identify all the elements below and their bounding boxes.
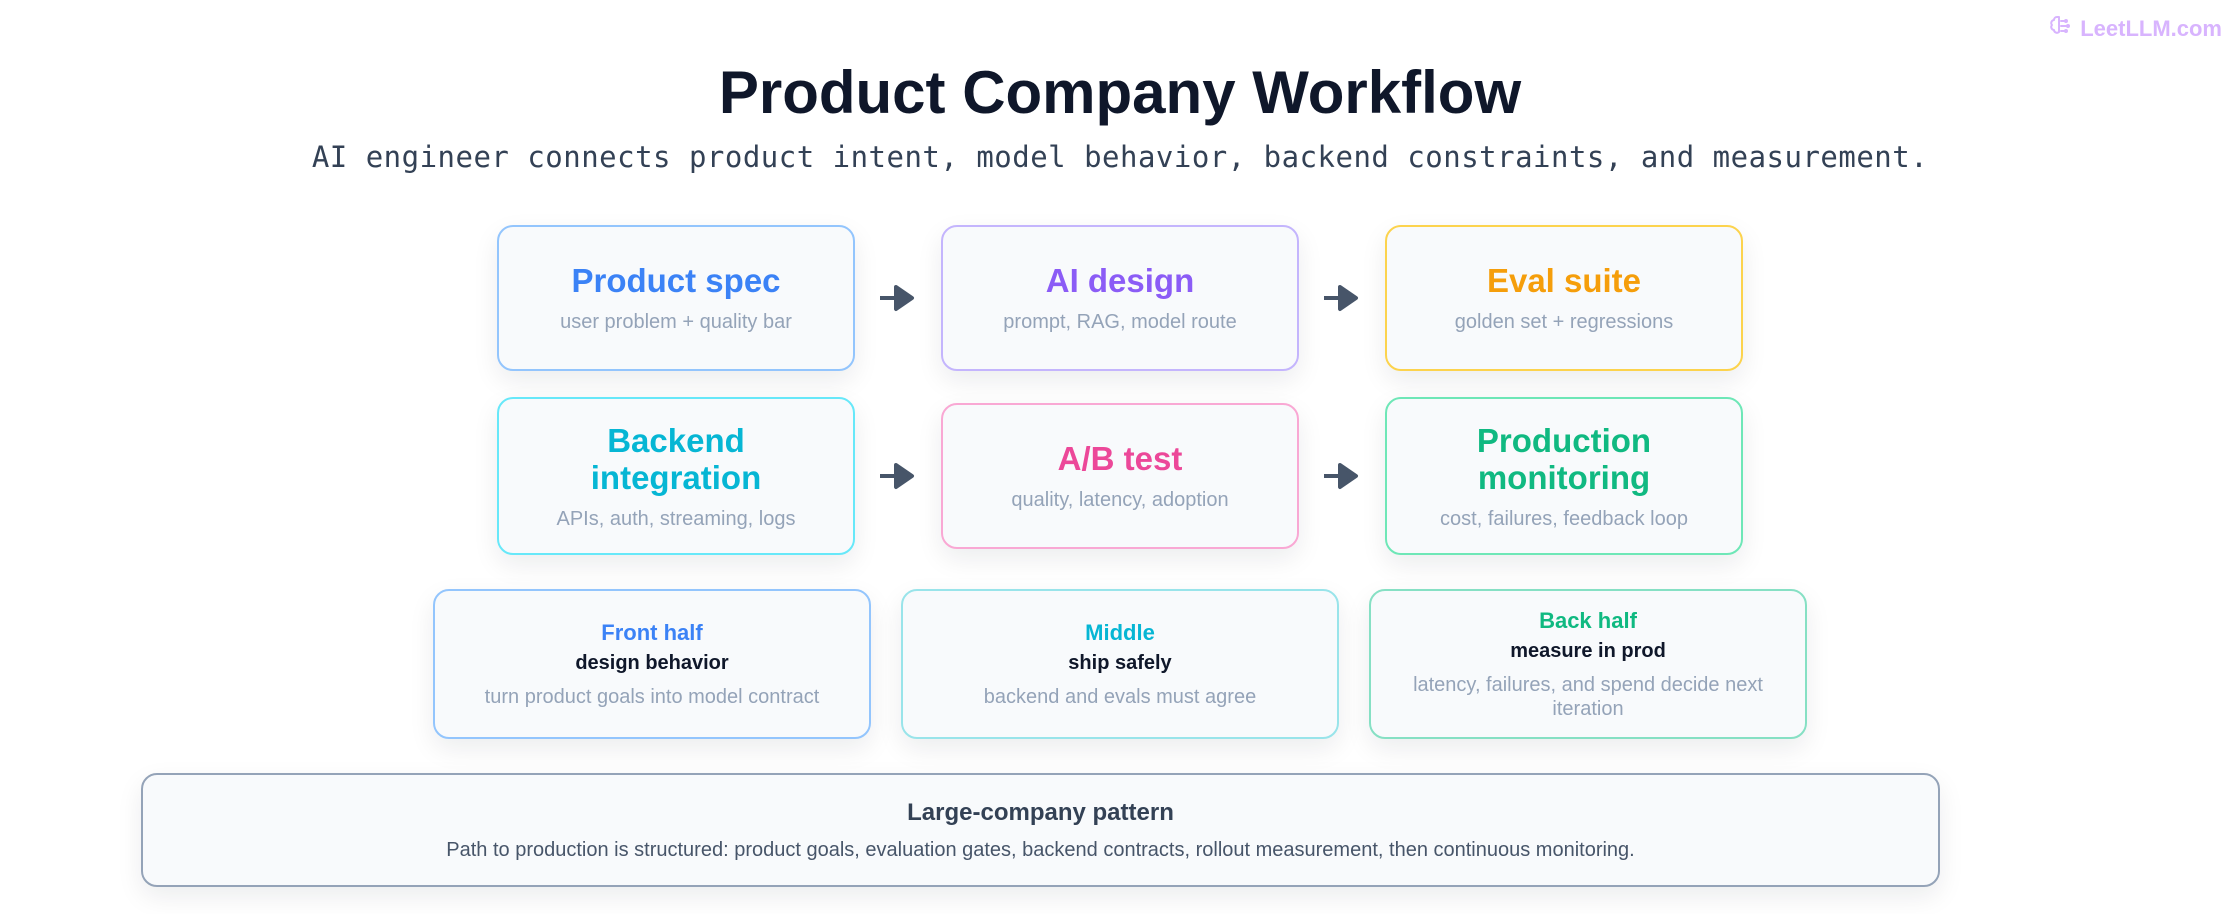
- phase-card-front-half: Front half design behavior turn product …: [433, 589, 871, 739]
- arrow-icon: [880, 463, 914, 489]
- brand-label: LeetLLM.com: [2080, 16, 2222, 41]
- phase-focus: measure in prod: [1510, 639, 1666, 662]
- step-title: AI design: [1045, 262, 1195, 299]
- pattern-card: Large-company pattern Path to production…: [141, 773, 1940, 887]
- phase-focus: ship safely: [1068, 651, 1172, 674]
- phase-title: Front half: [601, 619, 703, 645]
- step-title: Product spec: [571, 262, 781, 299]
- page-title: Product Company Workflow: [718, 59, 1522, 126]
- phase-card-back-half: Back half measure in prod latency, failu…: [1369, 589, 1807, 739]
- phase-description: backend and evals must agree: [983, 685, 1257, 708]
- page-subtitle: AI engineer connects product intent, mod…: [311, 140, 1929, 174]
- step-subtitle: quality, latency, adoption: [1011, 489, 1229, 511]
- phase-description: latency, failures, and spend decide next…: [1413, 673, 1763, 720]
- phase-focus: design behavior: [575, 651, 729, 674]
- step-title: Production monitoring: [1476, 421, 1652, 496]
- step-title: A/B test: [1057, 440, 1183, 477]
- arrow-icon: [1324, 285, 1358, 311]
- step-card-product-spec: Product spec user problem + quality bar: [497, 225, 855, 371]
- step-subtitle: prompt, RAG, model route: [1003, 311, 1237, 333]
- step-subtitle: cost, failures, feedback loop: [1440, 507, 1688, 530]
- step-title: Backend integration: [590, 421, 762, 496]
- step-subtitle: user problem + quality bar: [560, 311, 792, 333]
- step-subtitle: golden set + regressions: [1454, 311, 1674, 333]
- step-title: Eval suite: [1486, 262, 1642, 299]
- step-card-production-monitoring: Production monitoring cost, failures, fe…: [1385, 397, 1743, 555]
- step-card-eval-suite: Eval suite golden set + regressions: [1385, 225, 1743, 371]
- arrow-icon: [1324, 463, 1358, 489]
- brain-icon: [2048, 14, 2072, 44]
- pattern-description: Path to production is structured: produc…: [446, 838, 1635, 861]
- step-card-backend-integration: Backend integration APIs, auth, streamin…: [497, 397, 855, 555]
- pattern-title: Large-company pattern: [907, 798, 1174, 826]
- phase-title: Back half: [1539, 607, 1637, 633]
- arrow-icon: [880, 285, 914, 311]
- brand-logo[interactable]: LeetLLM.com: [2048, 14, 2222, 44]
- step-subtitle: APIs, auth, streaming, logs: [556, 507, 796, 530]
- step-card-ab-test: A/B test quality, latency, adoption: [941, 403, 1299, 549]
- phase-title: Middle: [1085, 619, 1155, 645]
- phase-description: turn product goals into model contract: [484, 685, 820, 708]
- step-card-ai-design: AI design prompt, RAG, model route: [941, 225, 1299, 371]
- phase-card-middle: Middle ship safely backend and evals mus…: [901, 589, 1339, 739]
